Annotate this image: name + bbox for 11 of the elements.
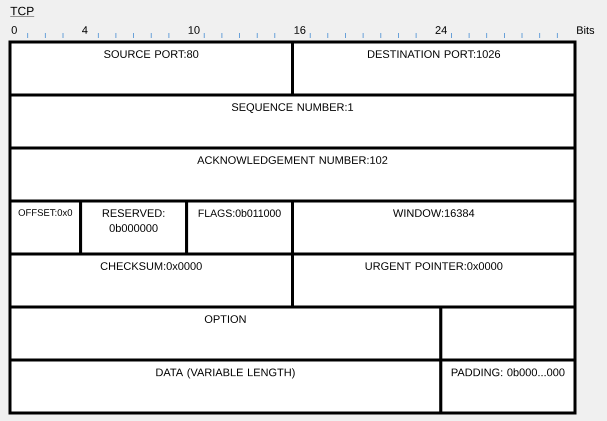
field-box [439,306,576,362]
field-box: DESTINATION PORT:1026 [291,40,576,96]
field-box: RESERVED: 0b000000 [79,200,188,256]
ruler-label: 16 [294,26,306,34]
field-box: PADDING: 0b000...000 [439,358,576,414]
field-box: SEQUENCE NUMBER:1 [8,94,576,150]
field-box: FLAGS:0b011000 [185,200,294,256]
field-box: SOURCE PORT:80 [8,40,294,96]
ruler-label: Bits [577,26,594,34]
field-box: OFFSET:0x0 [8,200,82,256]
title: TCP [10,6,34,17]
